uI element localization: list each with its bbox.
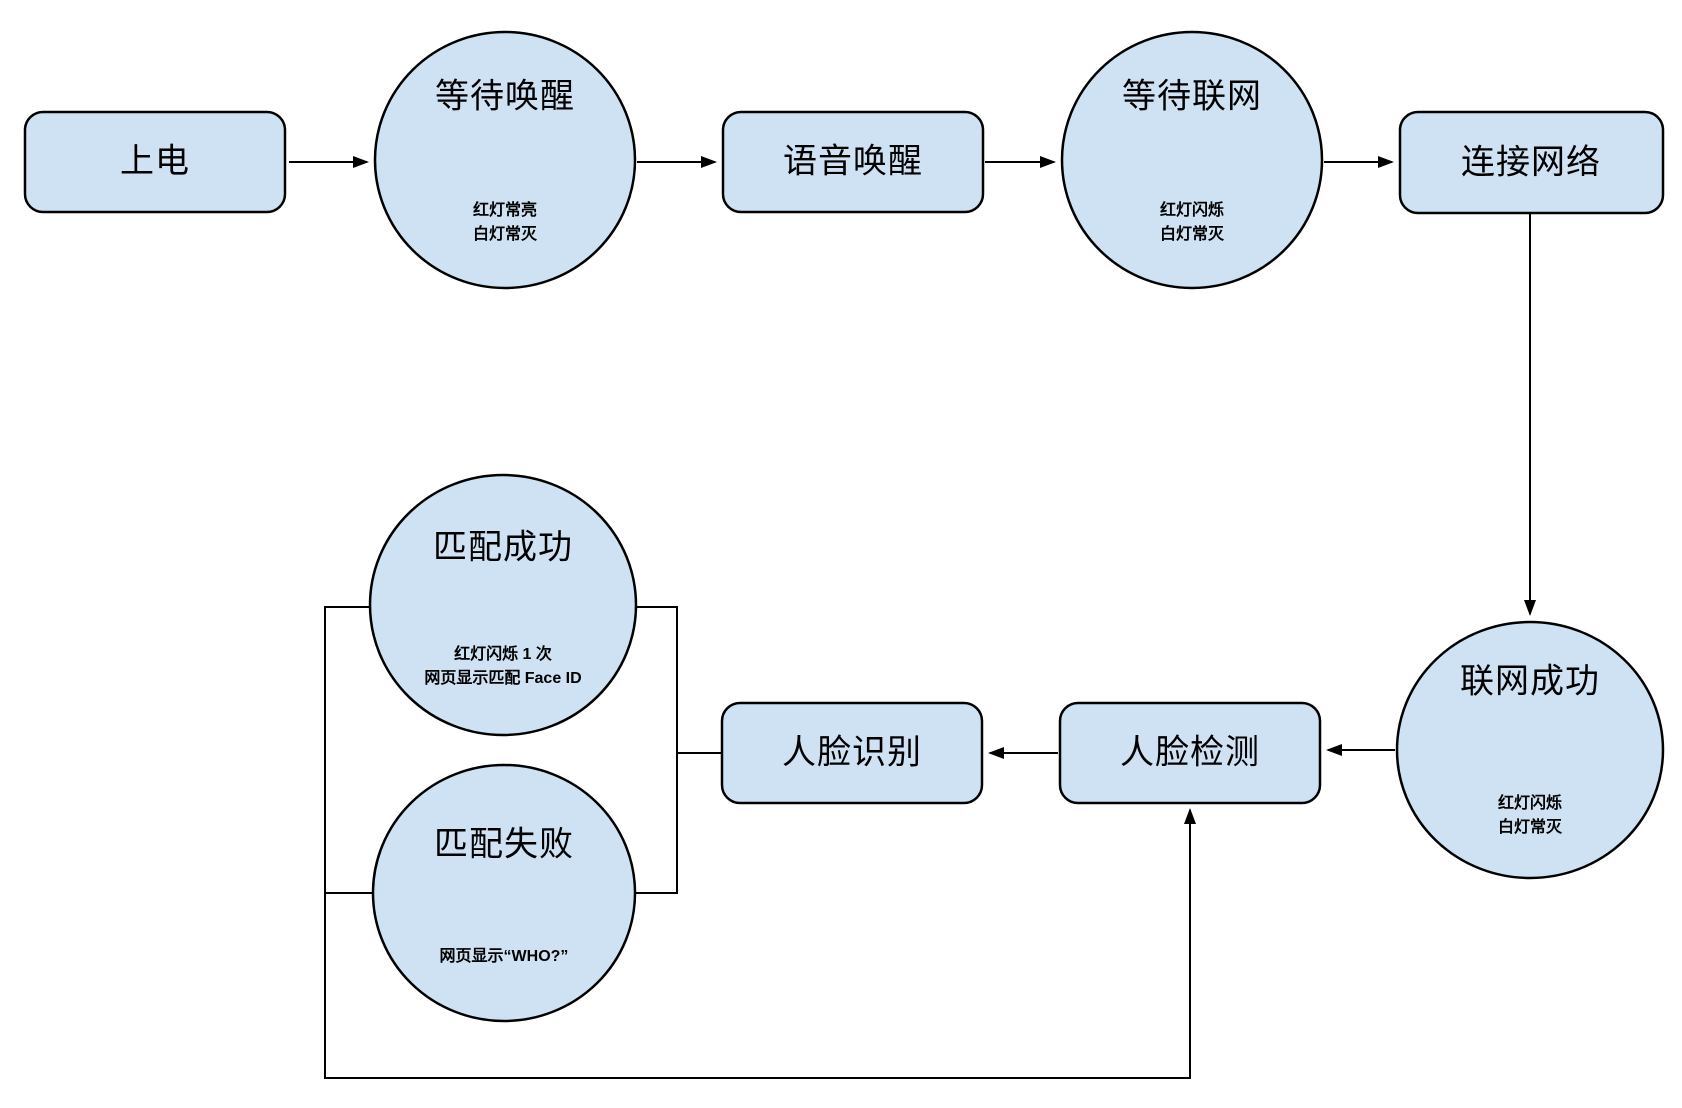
face-detect-box (1058, 701, 1322, 805)
wait-network-note: 红灯闪烁 白灯常灭 (1160, 199, 1224, 247)
network-success-note: 红灯闪烁 白灯常灭 (1498, 792, 1562, 840)
network-success-title: 联网成功 (1460, 662, 1600, 701)
wait-wake-note-line1: 红灯常亮 (472, 202, 538, 219)
voice-wake-box (721, 110, 985, 214)
voice-wake-label: 语音唤醒 (783, 142, 923, 181)
face-detect-label: 人脸检测 (1120, 733, 1260, 772)
face-recognize-box (720, 701, 984, 805)
match-success-title: 匹配成功 (433, 528, 573, 567)
match-fail-title: 匹配失败 (434, 825, 574, 864)
network-success-note-line1: 红灯闪烁 (1497, 795, 1563, 812)
wait-wake-circle (373, 30, 637, 290)
match-fail-note: 网页显示“WHO?” (440, 945, 569, 969)
match-success-note-line2: 网页显示匹配 Face ID (424, 670, 582, 687)
match-success-note: 红灯闪烁 1 次 网页显示匹配 Face ID (424, 643, 581, 691)
power-on-box (23, 110, 287, 214)
power-on-label: 上电 (120, 142, 190, 181)
match-success-circle (368, 473, 638, 737)
wait-network-note-line2: 白灯常灭 (1159, 226, 1225, 243)
wait-network-circle (1060, 30, 1324, 290)
wait-wake-note: 红灯常亮 白灯常灭 (473, 199, 537, 247)
wait-wake-note-line2: 白灯常灭 (472, 226, 538, 243)
connect-network-box (1398, 110, 1665, 215)
wait-network-note-line1: 红灯闪烁 (1159, 202, 1225, 219)
wait-network-title: 等待联网 (1122, 77, 1262, 116)
connect-network-label: 连接网络 (1461, 143, 1601, 182)
wait-wake-title: 等待唤醒 (435, 77, 575, 116)
network-success-note-line2: 白灯常灭 (1497, 819, 1563, 836)
match-success-note-line1: 红灯闪烁 1 次 (454, 646, 552, 663)
match-fail-note-line1: 网页显示“WHO?” (439, 948, 569, 965)
match-fail-circle (371, 763, 637, 1023)
network-success-circle (1395, 620, 1665, 880)
face-recognize-label: 人脸识别 (782, 733, 922, 772)
